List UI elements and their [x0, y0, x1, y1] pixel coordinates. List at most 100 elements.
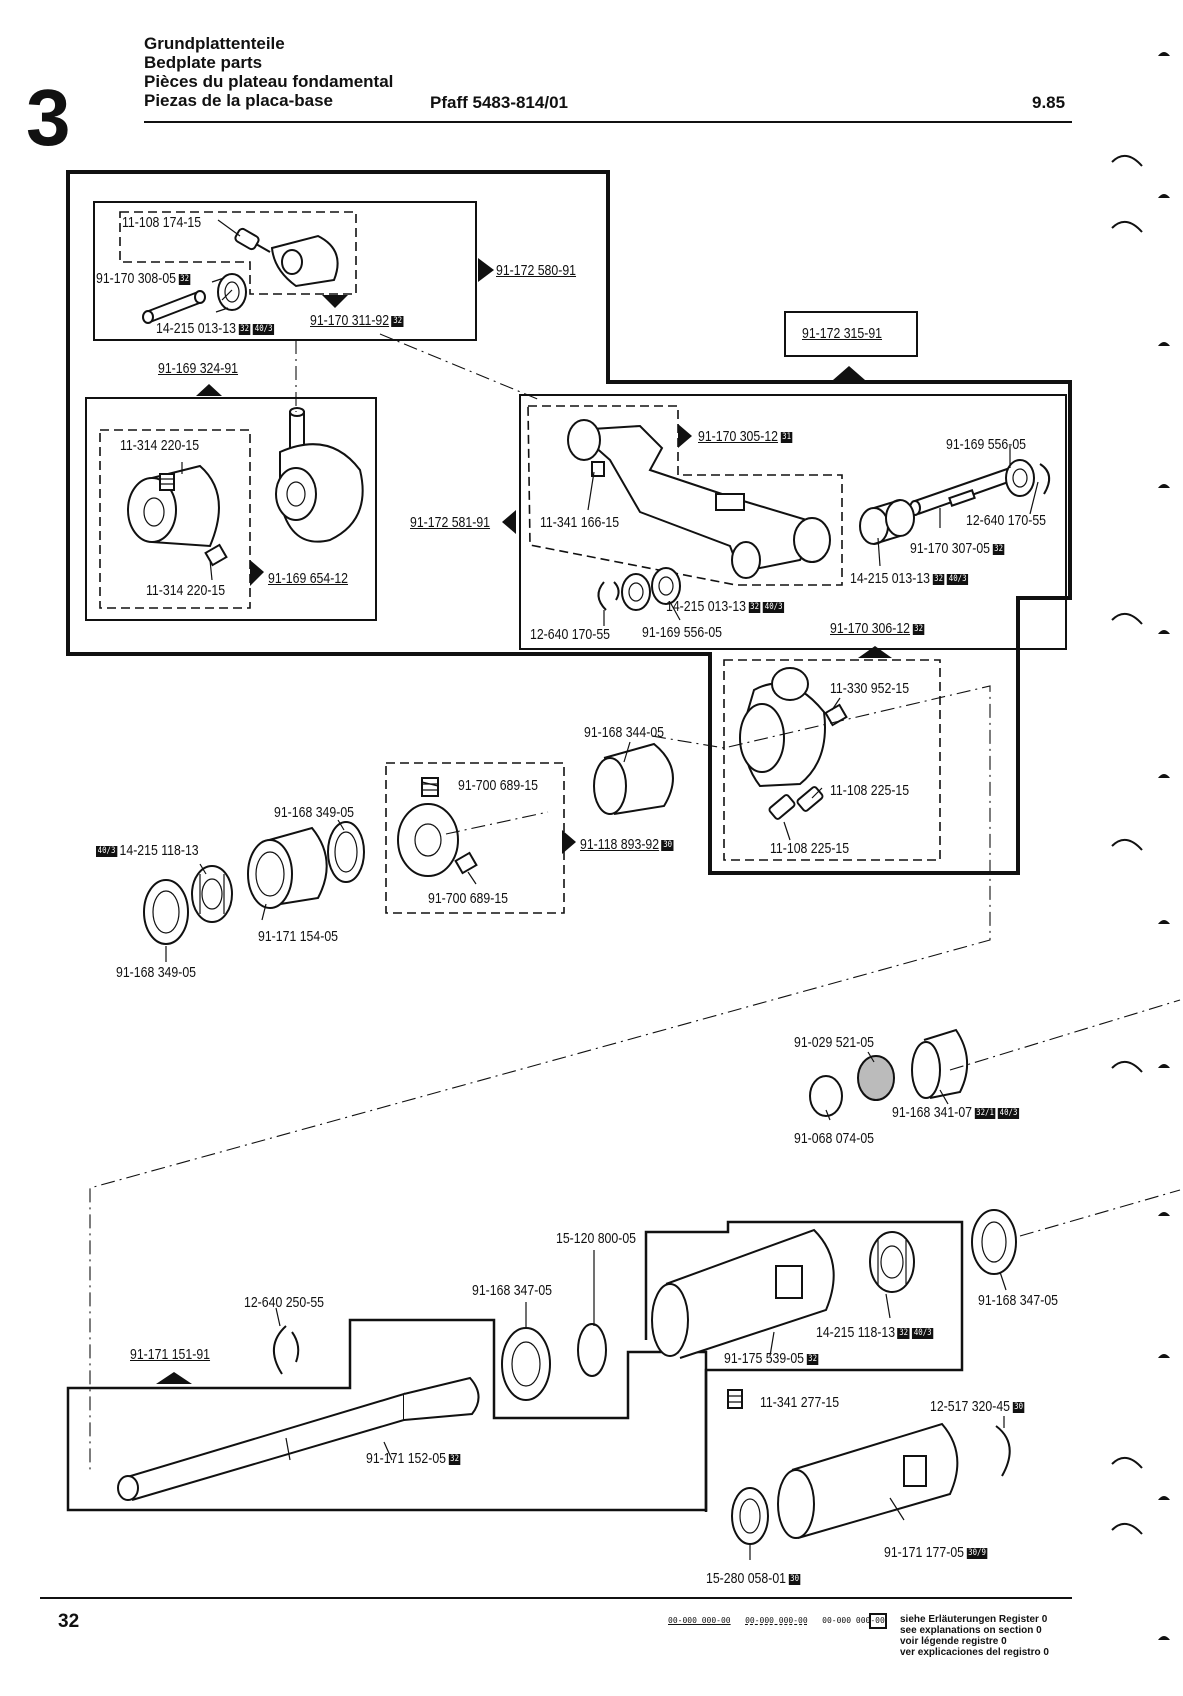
circlip-170b-drawing — [597, 581, 620, 611]
label-91-168-349-05-a: 91-168 349-05 — [274, 804, 355, 821]
badge: 32 — [448, 1453, 461, 1465]
badge: 30/9 — [966, 1547, 988, 1559]
arrow-left-581 — [502, 510, 516, 534]
label-91-171-151-91: 91-171 151-91 — [130, 1346, 211, 1363]
badge: 30 — [661, 839, 674, 851]
label-91-169-556-05-a: 91-169 556-05 — [946, 436, 1027, 453]
binder-mark — [1158, 484, 1170, 488]
badge: 40/3 — [763, 601, 785, 613]
revision-date: 9.85 — [1032, 93, 1066, 112]
circlip-320-drawing — [995, 1425, 1011, 1477]
label-91-168-344-05: 91-168 344-05 — [584, 724, 665, 741]
arrow-right-305 — [678, 424, 692, 448]
badge: 32 — [806, 1353, 819, 1365]
setscrew-166-drawing — [591, 461, 605, 477]
label-91-700-689-15-a: 91-700 689-15 — [458, 777, 539, 794]
badge: 32 — [897, 1327, 910, 1339]
assembly-frame-upper — [66, 170, 1072, 875]
bearing-118b-drawing — [869, 1231, 915, 1293]
bearing-118a-drawing — [191, 865, 233, 923]
label-text: 91-168 341-07 — [892, 1104, 973, 1121]
binder-mark — [1158, 920, 1170, 924]
label-11-330-952-15: 11-330 952-15 — [830, 680, 910, 697]
title-en: Bedplate parts — [144, 53, 263, 72]
dashed-group-220 — [99, 429, 251, 609]
section-number: 3 — [26, 73, 71, 162]
model-number: Pfaff 5483-814/01 — [430, 93, 568, 112]
arrow-right-654 — [250, 560, 264, 586]
title-de: Grundplattenteile — [144, 34, 285, 53]
label-text: 91-170 307-05 — [910, 540, 991, 557]
frame-subassembly-580 — [93, 201, 477, 341]
label-91-172-581-91: 91-172 581-91 — [410, 514, 491, 531]
axis-line — [379, 333, 541, 401]
label-text: 91-171 152-05 — [366, 1450, 447, 1467]
dashed-group-305 — [527, 405, 843, 586]
eccentric-block-drawing — [270, 234, 339, 288]
code-sample: 00-000 000-00 — [822, 1616, 885, 1625]
label-11-314-220-15-b: 11-314 220-15 — [146, 582, 226, 599]
pin-308-drawing — [142, 290, 206, 324]
label-text: 14-215 013-13 — [156, 320, 237, 337]
collar-drawing — [127, 464, 220, 548]
legend-text: siehe Erläuterungen Register 0 see expla… — [900, 1614, 1049, 1658]
shaft-307-drawing — [909, 467, 1015, 516]
ring-556a-drawing — [1005, 459, 1035, 497]
main-shaft-drawing — [117, 1376, 480, 1501]
circlip-170a-drawing — [1039, 463, 1051, 495]
label-91-171-154-05: 91-171 154-05 — [258, 928, 339, 945]
arrow-up-315 — [833, 366, 865, 380]
label-91-029-521-05: 91-029 521-05 — [794, 1034, 875, 1051]
legend-fr: voir légende registre 0 — [900, 1636, 1007, 1647]
binder-mark — [1158, 1496, 1170, 1500]
axis-line — [1019, 1189, 1181, 1237]
code-sample: 00-000 000-00 — [668, 1616, 731, 1625]
label-11-108-174-15: 11-108 174-15 — [122, 214, 202, 231]
label-text: 91-170 305-12 — [698, 428, 779, 445]
seal-349a-drawing — [327, 821, 365, 883]
label-91-168-349-05-b: 91-168 349-05 — [116, 964, 197, 981]
setscrew-689b-drawing — [454, 851, 478, 875]
setscrew-277-drawing — [727, 1389, 743, 1409]
badge: 40/3 — [912, 1327, 934, 1339]
binder-mark — [1158, 630, 1170, 634]
code-sample: 00-000 000-00 — [745, 1616, 808, 1625]
badge: 32 — [238, 323, 251, 335]
circlip-250-drawing — [273, 1325, 300, 1375]
label-text: 91-170 306-12 — [830, 620, 911, 637]
collar-689-drawing — [397, 803, 459, 877]
label-91-700-689-15-b: 91-700 689-15 — [428, 890, 509, 907]
sleeve-539-drawing — [651, 1228, 835, 1359]
bushing-344-drawing — [593, 742, 674, 815]
binder-mark — [1158, 1636, 1170, 1640]
arrow-up-324 — [196, 384, 222, 396]
badge: 32/1 — [974, 1107, 996, 1119]
bearing-013-drawing — [211, 273, 247, 313]
label-box-315 — [784, 311, 918, 357]
frame-subassembly-581 — [519, 394, 1067, 650]
binder-mark — [1111, 221, 1143, 233]
label-text: 91-175 539-05 — [724, 1350, 805, 1367]
dashed-group-306 — [723, 659, 941, 861]
label-text: 14-215 013-13 — [850, 570, 931, 587]
code-legend: 00-000 000-00 00-000 000-00 00-000 000-0… — [668, 1616, 885, 1625]
label-text: 14-215 118-13 — [119, 842, 199, 859]
leader-lines — [165, 219, 1039, 1560]
badge: 40/3 — [253, 323, 275, 335]
label-text: 15-280 058-01 — [706, 1570, 787, 1587]
seal-347a-drawing — [501, 1327, 551, 1401]
frame-subassembly-324 — [85, 397, 377, 621]
label-text: 12-517 320-45 — [930, 1398, 1011, 1415]
sleeve-177-drawing — [777, 1422, 959, 1539]
legend-en: see explanations on section 0 — [900, 1625, 1042, 1636]
